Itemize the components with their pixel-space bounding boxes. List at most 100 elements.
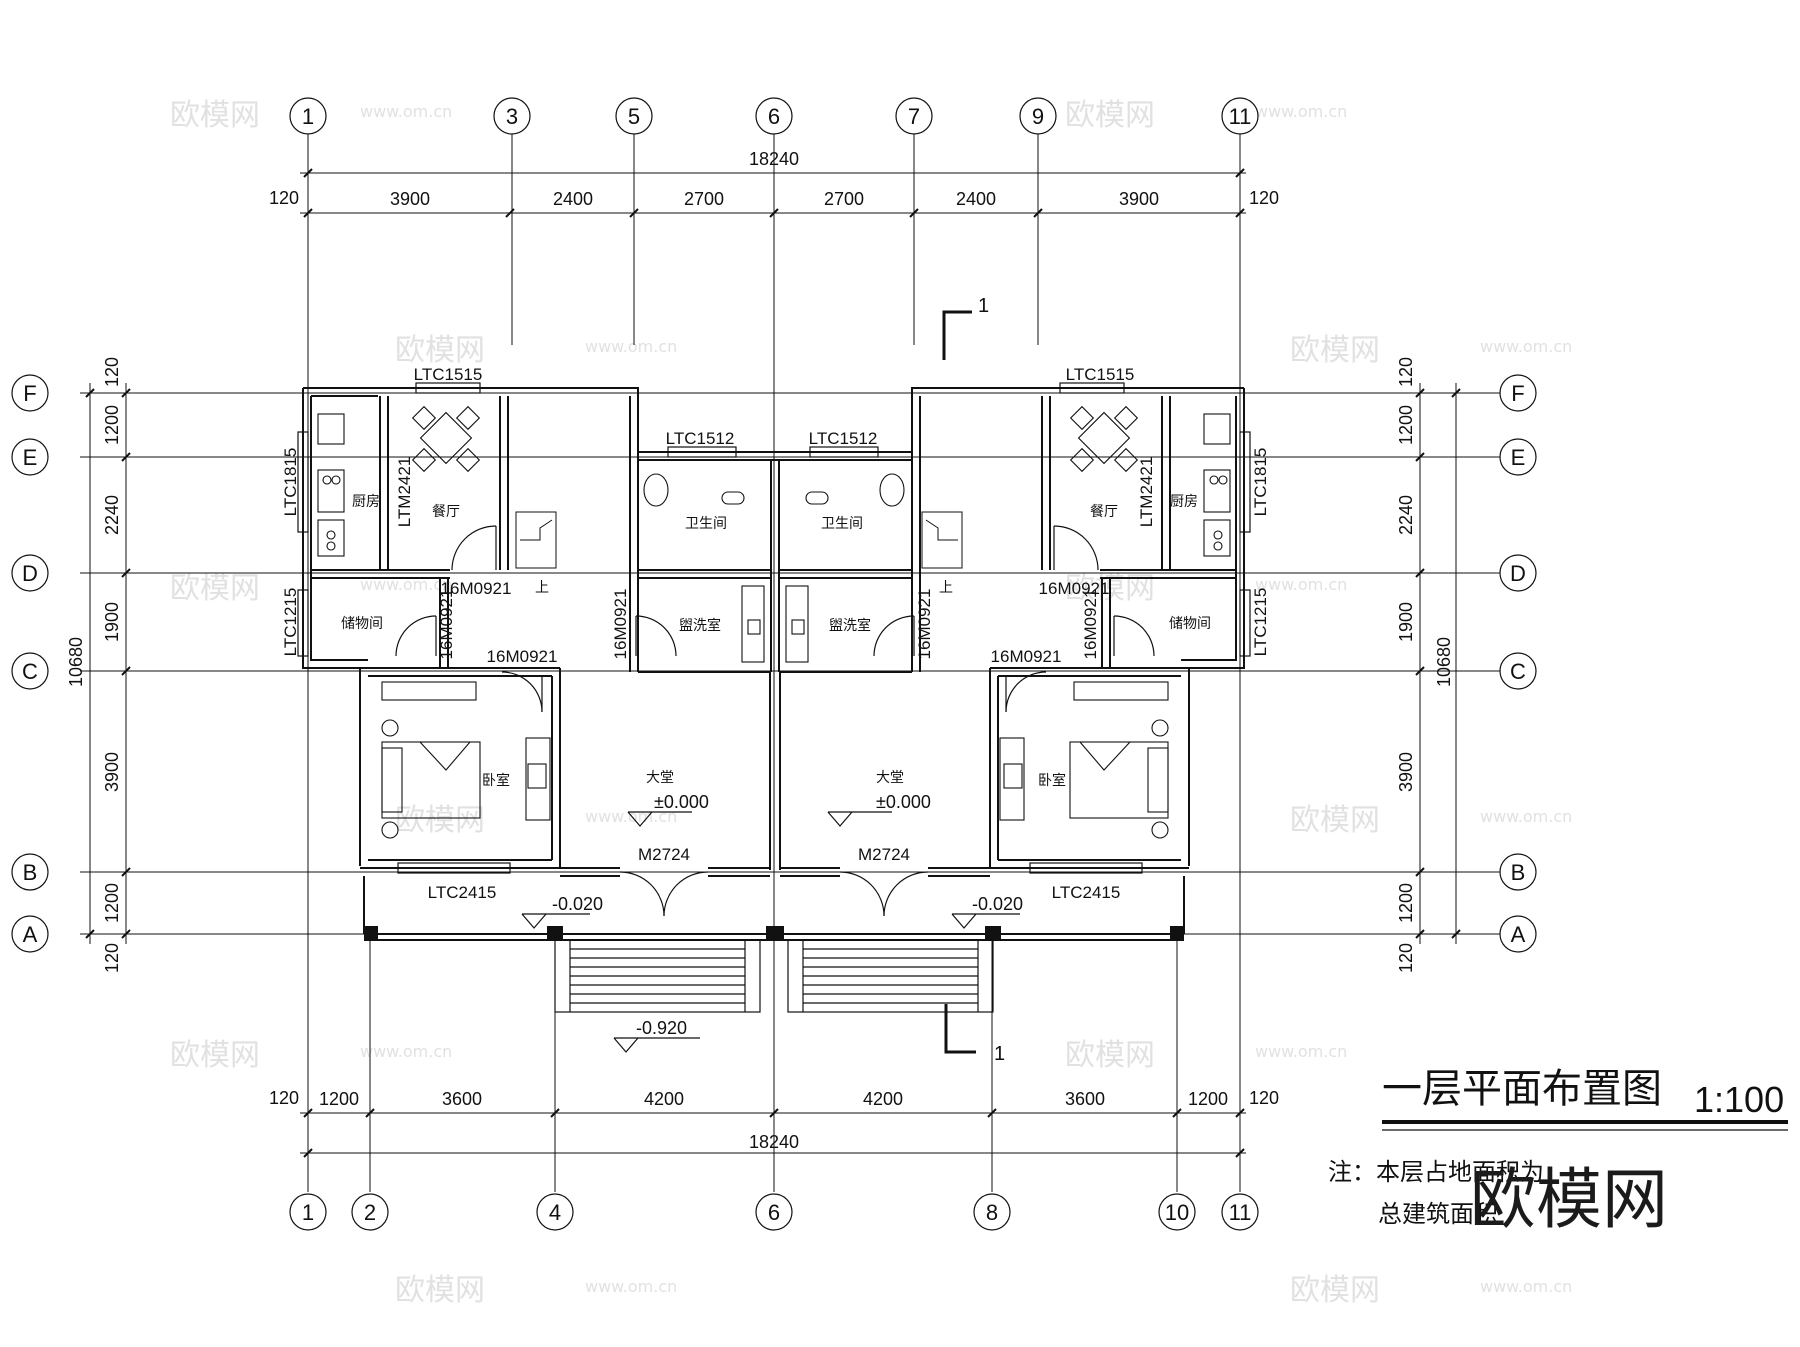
top-dimensions <box>300 168 1246 218</box>
watermark-brand: 欧模网 <box>1065 1038 1155 1073</box>
axis-label-left: C <box>22 659 38 684</box>
door-label: 16M0921 <box>915 589 934 660</box>
axis-label-bottom: 4 <box>549 1200 561 1225</box>
axis-label-right: C <box>1510 659 1526 684</box>
axis-labels: 1 3 5 6 7 9 11 1 2 4 6 8 10 11 F E D C B… <box>22 104 1526 1225</box>
staircases <box>515 511 963 569</box>
watermark-layer: 欧模网 www.om.cn 欧模网 www.om.cn 欧模网 www.om.cn 欧模网 w… <box>170 98 1572 1308</box>
axis-label-top: 1 <box>302 104 314 129</box>
section-marks <box>942 310 976 1054</box>
room-bathroom: 卫生间 <box>821 516 863 532</box>
door-label: 16M0921 <box>487 647 558 666</box>
window-label: LTC1512 <box>809 429 878 448</box>
note-line-2: 总建筑面积 <box>1378 1200 1498 1228</box>
watermark-brand: 欧模网 <box>170 1038 260 1073</box>
watermark-url: www.om.cn <box>1480 337 1572 356</box>
axis-label-top: 11 <box>1229 104 1252 129</box>
axis-label-left: A <box>23 922 38 947</box>
room-names: 厨房 厨房 餐厅 餐厅 卫生间 卫生间 储物间 储物间 盥洗室 盥洗室 卧室 卧… <box>341 494 1211 789</box>
axis-bubbles-right <box>1499 374 1537 953</box>
columns <box>364 926 1184 940</box>
drawing-title: 一层平面布置图 <box>1382 1066 1662 1112</box>
elevation-ground: -0.920 <box>636 1018 687 1038</box>
axis-label-left: B <box>23 860 38 885</box>
door-label: M2724 <box>638 845 690 864</box>
bed-right <box>1069 741 1169 819</box>
dimension-text-vertical: 120 1200 2240 1900 3900 1200 120 10680 1… <box>66 357 1454 973</box>
door-label: 16M0921 <box>991 647 1062 666</box>
watermark-url: www.om.cn <box>585 1277 677 1296</box>
bed-left <box>381 741 481 819</box>
right-dimensions <box>1415 383 1461 944</box>
axis-label-bottom: 6 <box>768 1200 780 1225</box>
watermark-brand: 欧模网 <box>1290 1273 1380 1308</box>
title-block: 一层平面布置图 1:100 注：本层占地面积为 总建筑面积 <box>1328 1066 1788 1228</box>
room-bedroom: 卧室 <box>1038 772 1066 789</box>
dining-table-right <box>1069 405 1139 473</box>
axis-label-right: F <box>1511 381 1524 406</box>
door-label: LTM2421 <box>1137 457 1156 528</box>
dim-right-seg: 1900 <box>1396 602 1416 642</box>
brand-logo: 欧模网 <box>1470 1161 1668 1238</box>
watermark-brand: 欧模网 <box>1290 803 1380 838</box>
room-dining: 餐厅 <box>432 504 460 520</box>
axis-label-left: E <box>23 445 38 470</box>
dim-left-seg: 1900 <box>102 602 122 642</box>
window-label: LTC1815 <box>281 448 300 517</box>
elevation-porch: -0.020 <box>972 894 1023 914</box>
room-bathroom: 卫生间 <box>685 516 727 532</box>
room-kitchen: 厨房 <box>352 494 380 510</box>
dim-right-seg: 120 <box>1396 357 1416 387</box>
walls <box>302 387 1245 941</box>
axis-label-bottom: 11 <box>1229 1200 1252 1225</box>
watermark-url: www.om.cn <box>360 575 452 594</box>
axis-label-bottom: 1 <box>302 1200 314 1225</box>
dim-top-seg: 3900 <box>1119 189 1159 209</box>
dim-left-total: 10680 <box>66 637 86 687</box>
room-storage: 储物间 <box>1169 616 1211 632</box>
dim-top-seg: 120 <box>269 188 299 208</box>
room-dining: 餐厅 <box>1090 504 1118 520</box>
window-label: LTC1215 <box>1251 588 1270 657</box>
room-hall: 大堂 <box>646 770 674 786</box>
dim-left-seg: 3900 <box>102 752 122 792</box>
axis-label-top: 6 <box>768 104 780 129</box>
watermark-url: www.om.cn <box>1480 1277 1572 1296</box>
axis-label-right: E <box>1511 445 1526 470</box>
dim-bottom-total: 18240 <box>749 1132 799 1152</box>
room-kitchen: 厨房 <box>1170 494 1198 510</box>
dim-right-seg: 3900 <box>1396 752 1416 792</box>
elevation-porch: -0.020 <box>552 894 603 914</box>
room-bedroom: 卧室 <box>482 772 510 789</box>
watermark-brand: 欧模网 <box>395 1273 485 1308</box>
elevation-markers <box>521 811 1020 1053</box>
elevation-hall: ±0.000 <box>876 792 931 812</box>
bottom-dimensions <box>300 1108 1246 1158</box>
section-numbers: 1 1 <box>978 295 1005 1065</box>
dining-table-left <box>411 405 481 473</box>
watermark-url: www.om.cn <box>360 102 452 121</box>
axis-label-bottom: 10 <box>1165 1200 1189 1225</box>
dim-bottom-seg: 1200 <box>319 1089 359 1109</box>
watermark-brand: 欧模网 <box>170 571 260 606</box>
dim-left-seg: 1200 <box>102 883 122 923</box>
dim-right-total: 10680 <box>1434 637 1454 687</box>
door-label: 16M0921 <box>1081 589 1100 660</box>
window-label: LTC1215 <box>281 588 300 657</box>
door-label: LTM2421 <box>395 457 414 528</box>
stair-up: 上 <box>939 580 953 596</box>
front-steps <box>554 939 994 1013</box>
window-label: LTC1515 <box>414 365 483 384</box>
opening-labels: LTC1515 LTC1515 LTC1512 LTC1512 LTC1815 … <box>281 365 1270 902</box>
dim-left-seg: 120 <box>102 357 122 387</box>
left-dimensions <box>85 383 131 944</box>
dim-right-seg: 1200 <box>1396 405 1416 445</box>
axis-bubbles-bottom <box>289 1193 1259 1231</box>
window-label: LTC1515 <box>1066 365 1135 384</box>
axis-label-bottom: 8 <box>986 1200 998 1225</box>
note-line-1: 注：本层占地面积为 <box>1328 1158 1544 1186</box>
axis-bubbles-top <box>289 97 1259 135</box>
room-storage: 储物间 <box>341 616 383 632</box>
dim-top-total: 18240 <box>749 149 799 169</box>
